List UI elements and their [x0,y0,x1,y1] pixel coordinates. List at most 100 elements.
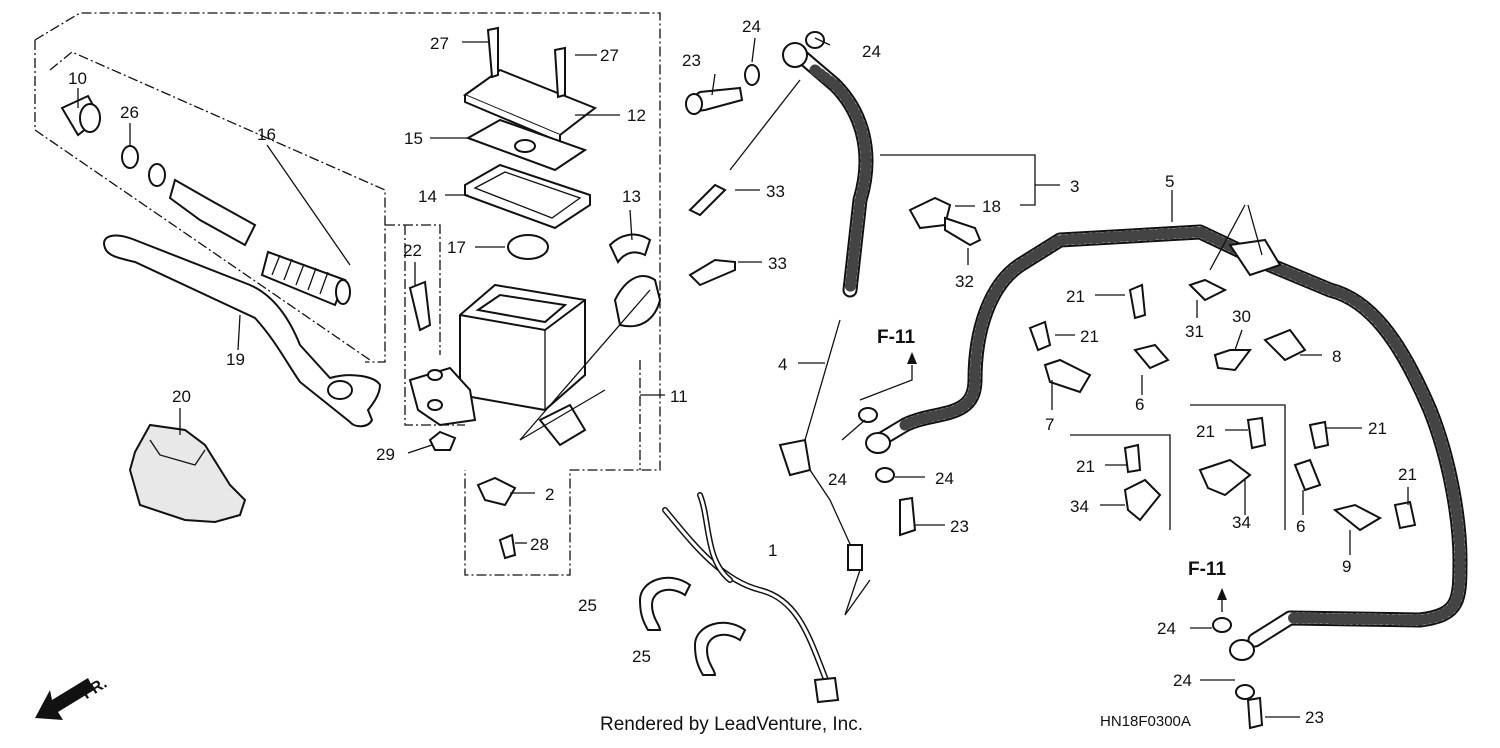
part-16-piston-set [168,178,351,307]
callout-25-b: 25 [632,647,651,666]
callout-21-f: 21 [1398,465,1417,484]
part-15-plate [465,118,588,172]
part-21-bolt-b [1028,320,1052,352]
callout-19: 19 [226,350,245,369]
part-24-washer-f [1235,684,1255,700]
callout-33-a: 33 [766,182,785,201]
callout-24-a: 24 [742,17,761,36]
part-26-washer [121,145,139,169]
callout-24-c: 24 [828,470,847,489]
callout-14: 14 [418,187,437,206]
part-29-nut [428,430,457,451]
callout-20: 20 [172,387,191,406]
callout-15: 15 [404,129,423,148]
callout-21-d: 21 [1076,457,1095,476]
callout-21-e: 21 [1368,419,1387,438]
part-22-pin [408,280,432,332]
part-17-ring [507,234,549,260]
part-28-screw [498,533,517,560]
part-25-clip-a [638,576,692,631]
part-21-bolt-a [1128,283,1147,320]
callout-8: 8 [1332,347,1341,366]
f11-arrow-b [1217,588,1227,600]
callout-22: 22 [403,241,422,260]
credit-text: Rendered by LeadVenture, Inc. [600,714,863,735]
callout-2: 2 [545,485,554,504]
callout-24-b: 24 [862,42,881,61]
part-4-line [778,319,863,571]
callout-34-b: 34 [1232,513,1251,532]
part-21-bolt-c [1123,443,1142,474]
part-24-washer-c [858,407,878,423]
part-33-bolt-b [688,258,736,287]
callout-34-a: 34 [1070,497,1089,516]
callout-32: 32 [955,272,974,291]
part-3-hose [782,42,874,298]
part-10-boot [60,94,102,137]
callout-16: 16 [257,125,276,144]
callout-29: 29 [376,445,395,464]
group-frames [34,12,661,576]
f11-arrow-a [907,352,917,364]
callout-30: 30 [1232,307,1251,326]
group-lines [880,154,1286,530]
callout-28: 28 [530,535,549,554]
part-14-diaphragm [464,163,591,230]
part-24-washer-e [1212,617,1232,633]
callout-13: 13 [622,187,641,206]
part-24-washer-a [744,64,760,86]
callout-23-a: 23 [682,51,701,70]
part-9-clamp [1332,503,1383,532]
part-32-bolt [944,216,982,247]
part-23-bolt-mid [899,496,917,537]
part-6-clamp-b [1293,458,1322,492]
callout-21-b: 21 [1080,327,1099,346]
part-33-bolt-a [688,183,727,217]
part-16-washer [148,163,166,187]
part-24-washer-b [805,31,825,49]
part-25-clip-b [693,621,747,676]
front-direction-arrow: FR. [35,675,110,720]
part-18-clamp [908,196,952,230]
callout-33-b: 33 [768,254,787,273]
callout-5: 5 [1165,172,1174,191]
part-21-bolt-d [1246,416,1267,450]
part-12-cap [462,68,597,144]
part-27-screw-a [486,26,499,79]
callouts: 1 2 3 4 5 6 6 7 8 9 10 11 12 13 14 15 16… [68,17,1417,727]
callout-18: 18 [982,197,1001,216]
part-19-lever [103,234,382,428]
callout-10: 10 [68,69,87,88]
callout-12: 12 [627,106,646,125]
callout-24-d: 24 [935,469,954,488]
callout-9: 9 [1342,557,1351,576]
part-23-bolt-top [685,86,744,115]
part-7-clamp [1043,358,1092,394]
part-27-screw-b [553,46,566,99]
callout-31: 31 [1185,322,1204,341]
part-11-master-cylinder [408,283,587,447]
part-2-switch [476,476,517,507]
ref-f11-a: F-11 [877,327,915,348]
part-34-clamp-a [1123,478,1162,522]
callout-21-a: 21 [1066,287,1085,306]
callout-21-c: 21 [1196,422,1215,441]
callout-7: 7 [1045,415,1054,434]
front-label: FR. [79,675,110,703]
callout-6-b: 6 [1296,517,1305,536]
callout-1: 1 [768,541,777,560]
callout-6-a: 6 [1135,395,1144,414]
part-21-bolt-e [1308,420,1330,450]
part-30-bolt [1213,349,1252,372]
part-6-clamp-a [1133,343,1170,370]
leader-lines [77,37,1409,718]
ref-f11-b: F-11 [1188,559,1226,580]
callout-23-b: 23 [950,517,969,536]
callout-23-c: 23 [1305,708,1324,727]
part-21-bolt-f [1393,500,1417,530]
part-1-harness [662,492,840,704]
part-8-clamp [1263,328,1307,362]
callout-4: 4 [778,355,787,374]
callout-27-b: 27 [600,46,619,65]
